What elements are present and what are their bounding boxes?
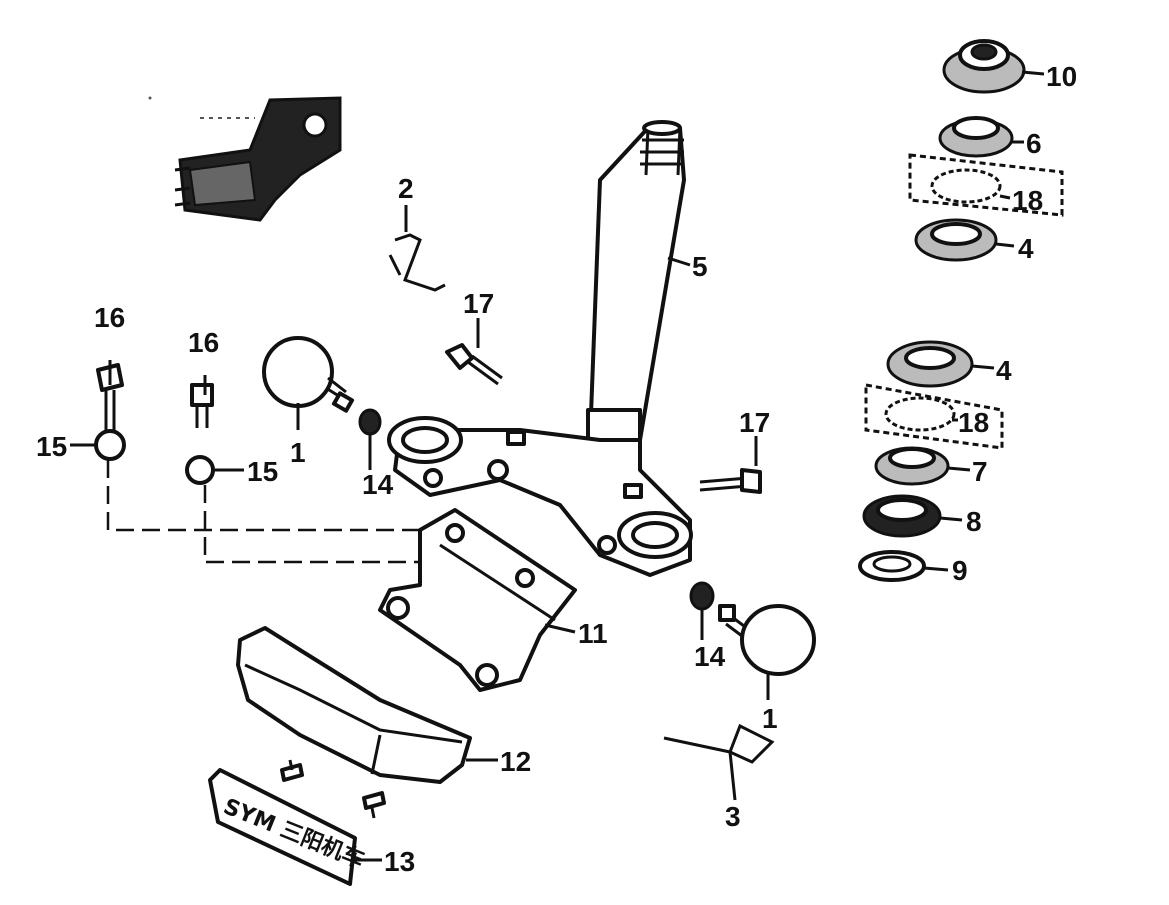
- washer-15-right: [185, 455, 215, 485]
- callout-18-top: 18: [1012, 185, 1043, 216]
- washer-15-left: [94, 429, 126, 461]
- race-6: [938, 116, 1014, 158]
- callout-4-bottom: 4: [996, 355, 1012, 386]
- race-7: [874, 446, 950, 486]
- steering-stem: [586, 120, 686, 442]
- bolt-17-left: [445, 343, 503, 386]
- callout-8: 8: [966, 506, 982, 537]
- callout-11: 11: [578, 618, 608, 649]
- cap-nut-left: [262, 336, 355, 413]
- callout-10: 10: [1046, 61, 1077, 92]
- bolt-16-right: [190, 383, 214, 428]
- callout-12: 12: [500, 746, 531, 777]
- bolt-17-right: [699, 468, 762, 494]
- callout-17-right: 17: [739, 407, 770, 438]
- washer-14-right: [689, 581, 715, 611]
- callout-3: 3: [725, 801, 741, 832]
- callout-13: 13: [384, 846, 415, 877]
- emblem-screw-left: [280, 759, 304, 782]
- callout-15-left: 15: [36, 431, 67, 462]
- callout-6: 6: [1026, 128, 1042, 159]
- callout-1-left: 1: [290, 437, 306, 468]
- handlebar-clamp: [148, 96, 342, 222]
- leader-lines: [70, 70, 1045, 862]
- callout-9: 9: [952, 555, 968, 586]
- emblem-screw-right: [362, 791, 386, 819]
- emblem-plate: SYM 三阳机车: [208, 768, 368, 886]
- ball-retainer-18-bottom: [864, 383, 1004, 450]
- callout-14-right: 14: [694, 641, 726, 672]
- stay-bracket: [378, 508, 577, 692]
- ball-retainer-18-top: [908, 153, 1064, 217]
- callout-18-bottom: 18: [958, 407, 989, 438]
- callout-1-right: 1: [762, 703, 778, 734]
- washer-14-left: [358, 408, 382, 436]
- top-nut-10: [942, 39, 1026, 94]
- callout-2: 2: [398, 173, 414, 204]
- callout-7: 7: [972, 456, 988, 487]
- callout-14-left: 14: [362, 469, 394, 500]
- callout-5: 5: [692, 251, 708, 282]
- callout-15-right: 15: [247, 456, 278, 487]
- washer-9: [858, 550, 926, 582]
- race-4-bottom: [886, 340, 974, 388]
- callout-4-top: 4: [1018, 233, 1034, 264]
- callout-16-left: 16: [94, 302, 125, 333]
- callout-16-right: 16: [188, 327, 219, 358]
- race-4-top: [914, 218, 998, 262]
- cable-clip: [388, 233, 446, 292]
- steering-bracket: [387, 416, 693, 577]
- wire-clip: [663, 723, 775, 764]
- emblem-cover: [236, 626, 472, 784]
- dust-seal-8: [862, 494, 942, 538]
- cap-nut-right: [718, 604, 816, 676]
- callout-17-left: 17: [463, 288, 494, 319]
- callout-labels: 1 1 2 3 4 4 5 6 7 8 9 10 11 12 13 14 14 …: [36, 61, 1077, 877]
